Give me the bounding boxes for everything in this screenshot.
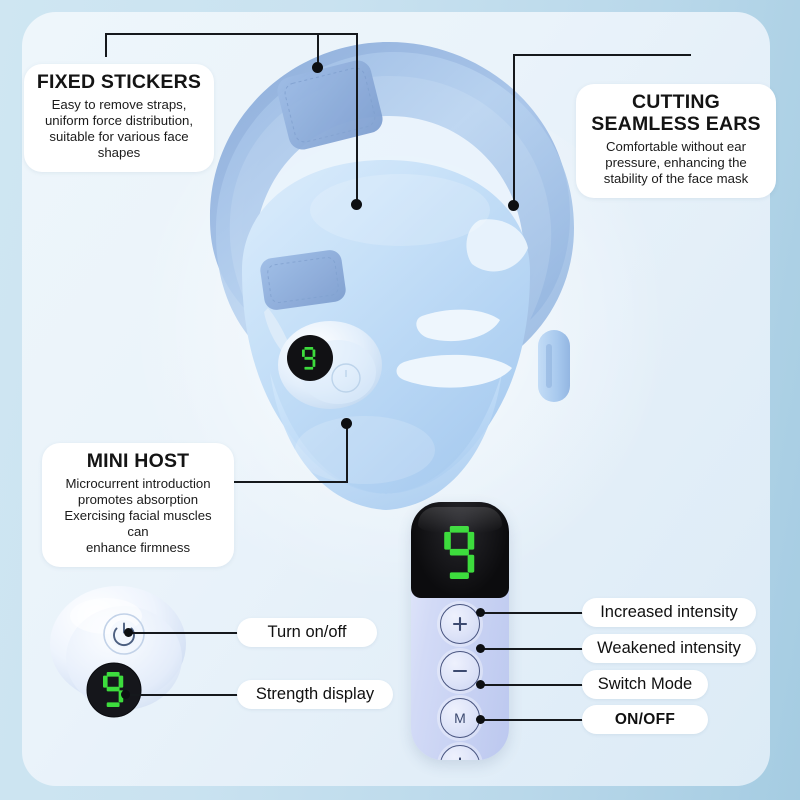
- remote-screen: [411, 502, 509, 598]
- label-weakened-intensity-text: Weakened intensity: [597, 639, 741, 657]
- anchor-dot-turn-on-off: [124, 628, 133, 637]
- leader-seamless-ears-down: [513, 54, 515, 206]
- leader-seamless-ears-top: [513, 54, 691, 56]
- anchor-dot-mini-host: [341, 418, 352, 429]
- host-strength-display: [86, 662, 142, 718]
- remote-mode-button[interactable]: M: [440, 698, 480, 738]
- label-switch-mode-text: Switch Mode: [597, 675, 693, 693]
- leader-on-off: [480, 719, 583, 721]
- callout-seamless-ears-title: CUTTING SEAMLESS EARS: [591, 91, 761, 135]
- label-on-off: ON/OFF: [582, 705, 708, 734]
- label-weakened-intensity: Weakened intensity: [582, 634, 756, 663]
- label-strength-display-text: Strength display: [255, 685, 375, 703]
- mask-mini-host: [278, 321, 382, 409]
- leader-turn-on-off: [128, 632, 238, 634]
- plus-icon: [452, 616, 468, 632]
- anchor-dot-weakened-intensity: [476, 644, 485, 653]
- label-increased-intensity-text: Increased intensity: [600, 603, 738, 621]
- anchor-dot-seamless-ears: [508, 200, 519, 211]
- remote-decrease-button[interactable]: [440, 651, 480, 691]
- leader-mini-host-h: [232, 481, 348, 483]
- label-strength-display: Strength display: [237, 680, 393, 709]
- label-switch-mode: Switch Mode: [582, 670, 708, 699]
- leader-fixed-stickers-mid: [317, 33, 319, 66]
- remote-control: M: [411, 502, 509, 760]
- label-turn-on-off-text: Turn on/off: [267, 623, 347, 641]
- anchor-dot-switch-mode: [476, 680, 485, 689]
- host-device-detail: [50, 586, 186, 718]
- leader-switch-mode: [480, 684, 583, 686]
- label-on-off-text: ON/OFF: [614, 710, 676, 728]
- anchor-dot-increased-intensity: [476, 608, 485, 617]
- m-icon: M: [454, 710, 466, 726]
- callout-seamless-ears-body: Comfortable without ear pressure, enhanc…: [603, 138, 749, 186]
- anchor-dot-on-off: [476, 715, 485, 724]
- callout-fixed-stickers-body: Easy to remove straps, uniform force dis…: [44, 96, 194, 161]
- remote-increase-button[interactable]: [440, 604, 480, 644]
- label-increased-intensity: Increased intensity: [582, 598, 756, 627]
- leader-fixed-stickers-left: [105, 33, 107, 57]
- minus-icon: [452, 669, 468, 673]
- leader-weakened-intensity: [480, 648, 583, 650]
- leader-fixed-stickers-top: [105, 33, 357, 35]
- label-turn-on-off: Turn on/off: [237, 618, 377, 647]
- anchor-dot-sticker-top: [312, 62, 323, 73]
- leader-fixed-stickers-right: [356, 33, 358, 205]
- callout-mini-host: MINI HOST Microcurrent introduction prom…: [42, 443, 234, 568]
- callout-fixed-stickers-title: FIXED STICKERS: [36, 71, 202, 93]
- anchor-dot-sticker-mid: [351, 199, 362, 210]
- remote-display-digit: [444, 526, 475, 579]
- callout-mini-host-title: MINI HOST: [86, 450, 190, 472]
- leader-mini-host-v: [346, 424, 348, 482]
- callout-mini-host-body: Microcurrent introduction promotes absor…: [64, 475, 212, 556]
- face-mask-illustration: [209, 41, 574, 510]
- anchor-dot-strength-display: [121, 690, 130, 699]
- leader-increased-intensity: [480, 612, 583, 614]
- callout-seamless-ears: CUTTING SEAMLESS EARS Comfortable withou…: [576, 84, 776, 198]
- remote-button-column: M: [411, 604, 509, 760]
- svg-text:M: M: [454, 710, 466, 726]
- callout-fixed-stickers: FIXED STICKERS Easy to remove straps, un…: [24, 64, 214, 173]
- remote-power-button[interactable]: [440, 745, 480, 760]
- power-icon: [459, 757, 461, 760]
- leader-strength-display: [125, 694, 238, 696]
